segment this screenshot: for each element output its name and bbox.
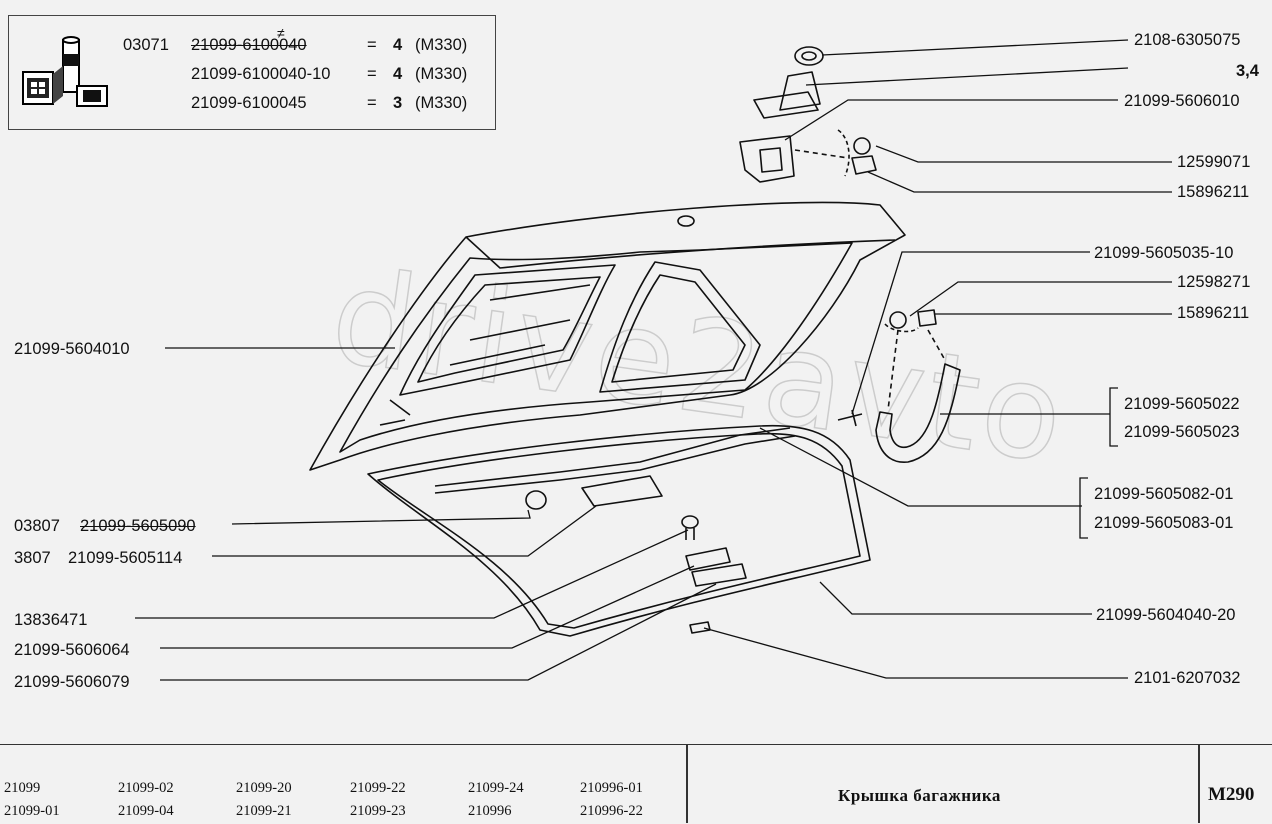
trunk-lid-top-panel bbox=[465, 236, 896, 269]
kit-row-1-eq: = bbox=[367, 36, 377, 54]
kit-row-3-qty: 3 bbox=[393, 94, 403, 112]
nut-right bbox=[917, 309, 937, 327]
model-item: 210996 bbox=[468, 803, 512, 819]
kit-row-2-eq: = bbox=[367, 65, 377, 83]
model-item: 21099-20 bbox=[236, 780, 292, 796]
label-rod-left: 21099-5605082-01 bbox=[1094, 485, 1234, 503]
kit-row-2-qty: 4 bbox=[393, 65, 403, 83]
hinge-bolt bbox=[837, 409, 863, 427]
bump-stop bbox=[779, 71, 821, 111]
model-item: 21099-01 bbox=[4, 803, 60, 819]
clip bbox=[681, 515, 699, 529]
washer-top bbox=[853, 137, 871, 155]
label-trunk-lid: 21099-5604010 bbox=[14, 340, 130, 358]
label-pad-prefix: 3807 bbox=[14, 549, 51, 567]
label-nut-top: 15896211 bbox=[1177, 183, 1250, 201]
seal-outline bbox=[367, 424, 871, 637]
label-pad: 21099-5605114 bbox=[68, 549, 183, 567]
lid-left-opening bbox=[399, 264, 616, 396]
model-item: 21099-04 bbox=[118, 803, 174, 819]
model-item: 21099-02 bbox=[118, 780, 174, 796]
hinge bbox=[875, 363, 961, 463]
label-bump-ring: 2108-6305075 bbox=[1134, 31, 1241, 49]
label-qty-3-4: 3,4 bbox=[1236, 62, 1259, 80]
model-item: 210996-01 bbox=[580, 780, 643, 796]
bump-ring bbox=[794, 46, 824, 66]
neq-mark: ≠ bbox=[277, 25, 285, 41]
plug bbox=[689, 621, 711, 634]
kit-row-2-part: 21099-6100040-10 bbox=[191, 65, 331, 83]
label-hinge-left: 21099-5605022 bbox=[1124, 395, 1240, 413]
trunk-lid-inner-frame bbox=[339, 242, 853, 453]
label-washer-right: 12598271 bbox=[1177, 273, 1251, 291]
label-seal: 21099-5604040-20 bbox=[1096, 606, 1236, 624]
model-item: 21099-22 bbox=[350, 780, 406, 796]
stop bbox=[525, 490, 547, 510]
footer bbox=[0, 744, 1272, 824]
label-lock-bracket: 21099-5606010 bbox=[1124, 92, 1240, 110]
footer-separator bbox=[686, 744, 688, 823]
label-rod-right: 21099-5605083-01 bbox=[1094, 514, 1234, 532]
lock-plate bbox=[691, 563, 747, 587]
kit-icon bbox=[22, 36, 108, 107]
label-lock-plate: 21099-5606079 bbox=[14, 673, 130, 691]
kit-row-3-ref: (М330) bbox=[415, 94, 468, 112]
page-code: М290 bbox=[1208, 784, 1255, 805]
model-item: 21099-21 bbox=[236, 803, 292, 819]
trunk-lid-outline bbox=[309, 201, 906, 471]
nut-top bbox=[851, 155, 877, 175]
label-nut-right: 15896211 bbox=[1177, 304, 1250, 322]
label-stop: 21099-5605090 bbox=[80, 517, 196, 535]
lock-bracket bbox=[739, 135, 795, 183]
kit-row-1-ref: (М330) bbox=[415, 36, 468, 54]
lid-lock-hole bbox=[677, 215, 695, 227]
kit-row-2-ref: (М330) bbox=[415, 65, 468, 83]
washer-right bbox=[889, 311, 907, 329]
lock-cover bbox=[685, 547, 731, 571]
kit-prefix: 03071 bbox=[123, 36, 169, 54]
label-hinge-right: 21099-5605023 bbox=[1124, 423, 1240, 441]
label-lock-cover: 21099-5606064 bbox=[14, 641, 130, 659]
label-stop-prefix: 03807 bbox=[14, 517, 60, 535]
rod bbox=[434, 427, 796, 494]
kit-box: 03071 21099-6100040 ≠ = 4 (М330) 21099-6… bbox=[8, 15, 496, 130]
pad bbox=[581, 475, 663, 507]
kit-row-3-part: 21099-6100045 bbox=[191, 94, 307, 112]
kit-row-1-part: 21099-6100040 bbox=[191, 36, 307, 54]
model-item: 21099-24 bbox=[468, 780, 524, 796]
kit-row-1-qty: 4 bbox=[393, 36, 403, 54]
page-title: Крышка багажника bbox=[838, 786, 1001, 805]
label-clip: 13836471 bbox=[14, 611, 88, 629]
label-hinge-bolt: 21099-5605035-10 bbox=[1094, 244, 1234, 262]
label-plug: 2101-6207032 bbox=[1134, 669, 1241, 687]
lid-right-opening bbox=[599, 261, 761, 393]
kit-row-3-eq: = bbox=[367, 94, 377, 112]
model-item: 21099-23 bbox=[350, 803, 406, 819]
model-item: 210996-22 bbox=[580, 803, 643, 819]
footer-separator bbox=[1198, 744, 1200, 823]
label-washer-top: 12599071 bbox=[1177, 153, 1251, 171]
model-item: 21099 bbox=[4, 780, 41, 796]
